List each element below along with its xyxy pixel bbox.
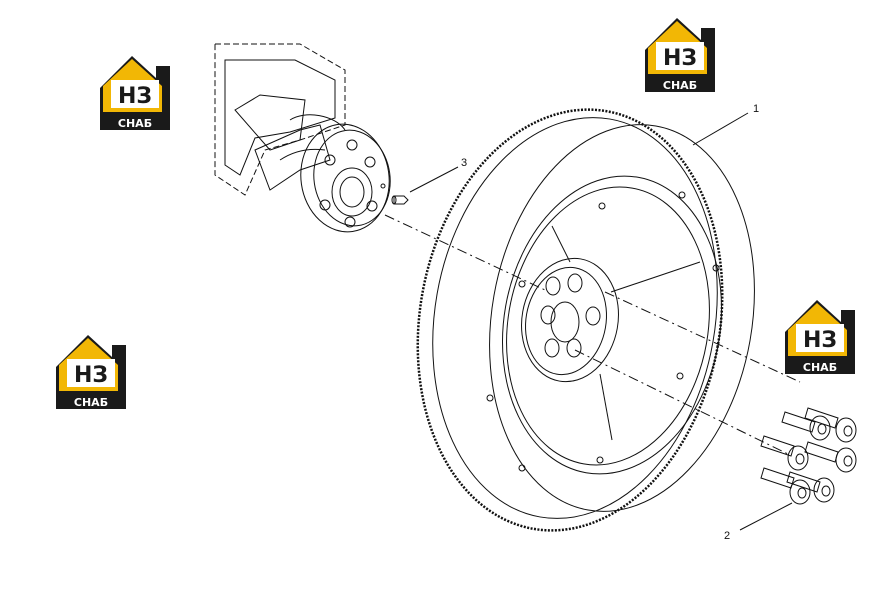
svg-text:НЗ: НЗ [663, 46, 697, 71]
center-lines [384, 214, 801, 456]
bolt [786, 471, 835, 503]
crankshaft [214, 43, 346, 196]
dowel-pin [391, 195, 409, 205]
watermark-logo: НЗ СНАБ [645, 18, 715, 92]
crankshaft-flange [300, 123, 391, 233]
watermark-logo: НЗ СНАБ [785, 300, 855, 374]
svg-text:СНАБ: СНАБ [663, 79, 697, 92]
bolt [804, 441, 857, 473]
bolt [760, 467, 811, 505]
svg-text:НЗ: НЗ [74, 363, 108, 388]
svg-text:СНАБ: СНАБ [118, 117, 152, 130]
watermark-logo: НЗ СНАБ [100, 56, 170, 130]
svg-text:СНАБ: СНАБ [803, 361, 837, 374]
bolt [804, 407, 857, 443]
svg-text:НЗ: НЗ [803, 328, 837, 353]
flywheel-bolts [760, 407, 857, 505]
callout-3: 3 [461, 157, 467, 169]
bolt [760, 435, 809, 471]
watermark-logo: НЗ СНАБ [56, 335, 126, 409]
flywheel [416, 108, 755, 532]
bolt [781, 411, 831, 441]
leader-lines [409, 112, 793, 531]
callout-1: 1 [753, 103, 759, 115]
callout-2: 2 [724, 530, 730, 542]
svg-text:СНАБ: СНАБ [74, 396, 108, 409]
svg-text:НЗ: НЗ [118, 84, 152, 109]
